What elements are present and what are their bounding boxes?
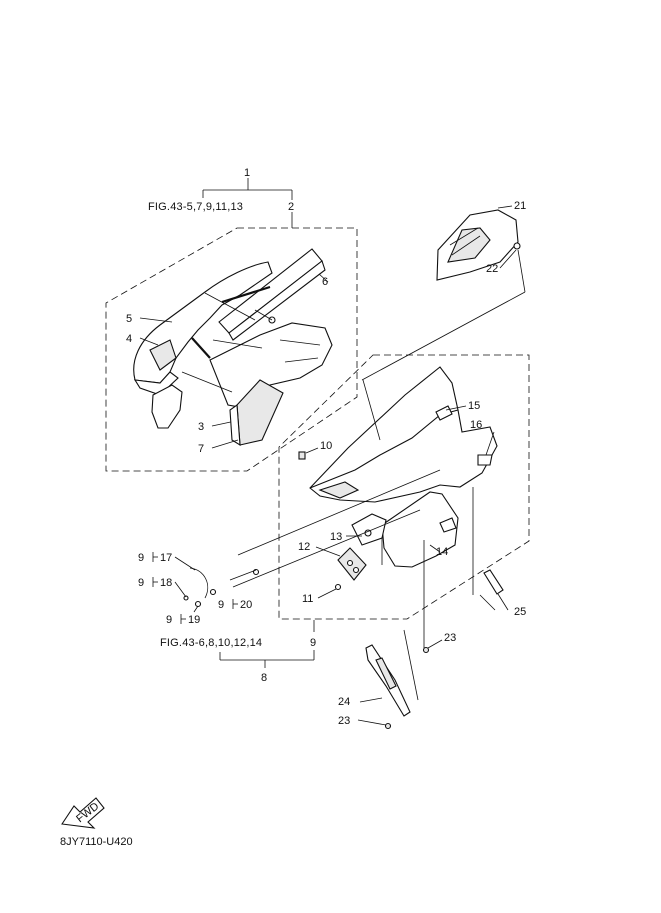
label-13: 13 (330, 531, 342, 543)
label-11: 11 (302, 593, 313, 605)
upper-assembly-frame (105, 227, 358, 472)
label-24: 24 (338, 696, 350, 708)
part-7-pad (229, 379, 284, 447)
part-23-screw-upper (422, 646, 430, 654)
label-25: 25 (514, 606, 526, 618)
upper-assembly-bracket (202, 178, 293, 228)
label-21: 21 (514, 200, 526, 212)
part-11-screw (334, 583, 342, 591)
label-3: 3 (198, 421, 204, 433)
label-22: 22 (486, 263, 498, 275)
label-23-b: 23 (338, 715, 350, 727)
label-9-c: 9 (166, 614, 172, 626)
label-8: 8 (261, 672, 267, 684)
label-18: 18 (160, 577, 172, 589)
label-14: 14 (436, 546, 448, 558)
label-10: 10 (320, 440, 332, 452)
label-12: 12 (298, 541, 310, 553)
forward-arrow-icon: FWD (61, 797, 105, 829)
part-6-strip (218, 248, 326, 341)
part-12-plate (337, 547, 367, 581)
label-23-a: 23 (444, 632, 456, 644)
diagram-code: 8JY7110-U420 (60, 836, 133, 848)
part-10-grommet (298, 451, 306, 460)
fig-ref-upper: FIG.43-5,7,9,11,13 (148, 201, 243, 213)
label-1: 1 (244, 167, 250, 179)
part-24-trim-strip (365, 644, 411, 717)
label-2: 2 (288, 201, 294, 213)
label-5: 5 (126, 313, 132, 325)
label-19: 19 (188, 614, 200, 626)
part-13-bracket (351, 513, 387, 546)
leader-cover-to-frame (361, 291, 526, 381)
label-4: 4 (126, 333, 132, 345)
label-9-e: 9 (310, 637, 316, 649)
label-9-d: 9 (218, 599, 224, 611)
part-22-screw (513, 242, 521, 250)
label-9-a: 9 (138, 552, 144, 564)
fig-ref-lower: FIG.43-6,8,10,12,14 (160, 637, 262, 649)
hardware-17-20 (183, 469, 441, 608)
label-6: 6 (322, 276, 328, 288)
lower-assembly-bracket (219, 620, 315, 668)
part-23-screw-lower (384, 722, 392, 730)
part-14-lower-cover (381, 491, 459, 568)
part-16-side-panel (309, 366, 498, 503)
label-9-b: 9 (138, 577, 144, 589)
label-16: 16 (470, 419, 482, 431)
label-15: 15 (468, 400, 480, 412)
part-5-side-cowl (133, 261, 273, 396)
lower-assembly-frame (278, 354, 530, 620)
part-21-cover (436, 209, 519, 281)
label-20: 20 (240, 599, 252, 611)
part-4-lower-cowl (151, 384, 183, 429)
part-25-trim (483, 569, 504, 595)
label-7: 7 (198, 443, 204, 455)
label-17: 17 (160, 552, 172, 564)
